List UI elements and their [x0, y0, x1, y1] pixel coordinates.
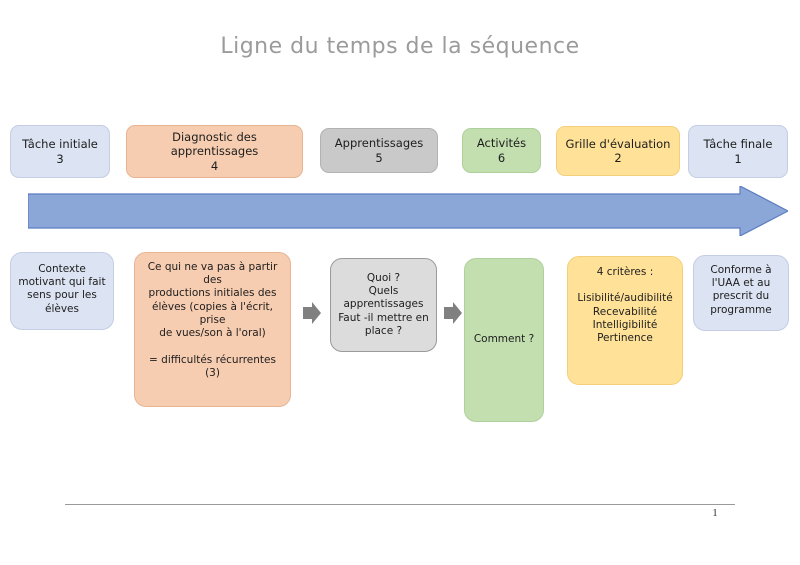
detail-box-text: Contexte motivant qui fait sens pour les…	[18, 263, 106, 315]
detail-box-text: 4 critères : Lisibilité/audibilité Recev…	[577, 266, 673, 345]
page-title: Ligne du temps de la séquence	[220, 34, 580, 59]
detail-box-text: Ce qui ne va pas à partir des production…	[147, 261, 278, 379]
page-number: 1	[712, 508, 718, 519]
timeline-arrow	[28, 186, 788, 236]
detail-box-activites[interactable]: Comment ?	[464, 258, 544, 422]
detail-box-contexte[interactable]: Contexte motivant qui fait sens pour les…	[10, 252, 114, 330]
detail-box-criteres[interactable]: 4 critères : Lisibilité/audibilité Recev…	[567, 256, 683, 385]
detail-box-diagnostic[interactable]: Ce qui ne va pas à partir des production…	[134, 252, 291, 407]
detail-box-tache-finale[interactable]: Conforme à l'UAA et au prescrit du progr…	[693, 255, 789, 331]
connector-arrow-icon-1	[303, 302, 321, 324]
detail-box-text: Comment ?	[473, 333, 535, 346]
footer-divider	[65, 504, 735, 505]
connector-arrow-icon-2	[444, 302, 462, 324]
detail-box-text: Conforme à l'UAA et au prescrit du progr…	[710, 264, 772, 316]
detail-box-text: Quoi ? Quels apprentissages Faut -il met…	[338, 271, 429, 337]
detail-box-apprentissages[interactable]: Quoi ? Quels apprentissages Faut -il met…	[330, 258, 437, 352]
